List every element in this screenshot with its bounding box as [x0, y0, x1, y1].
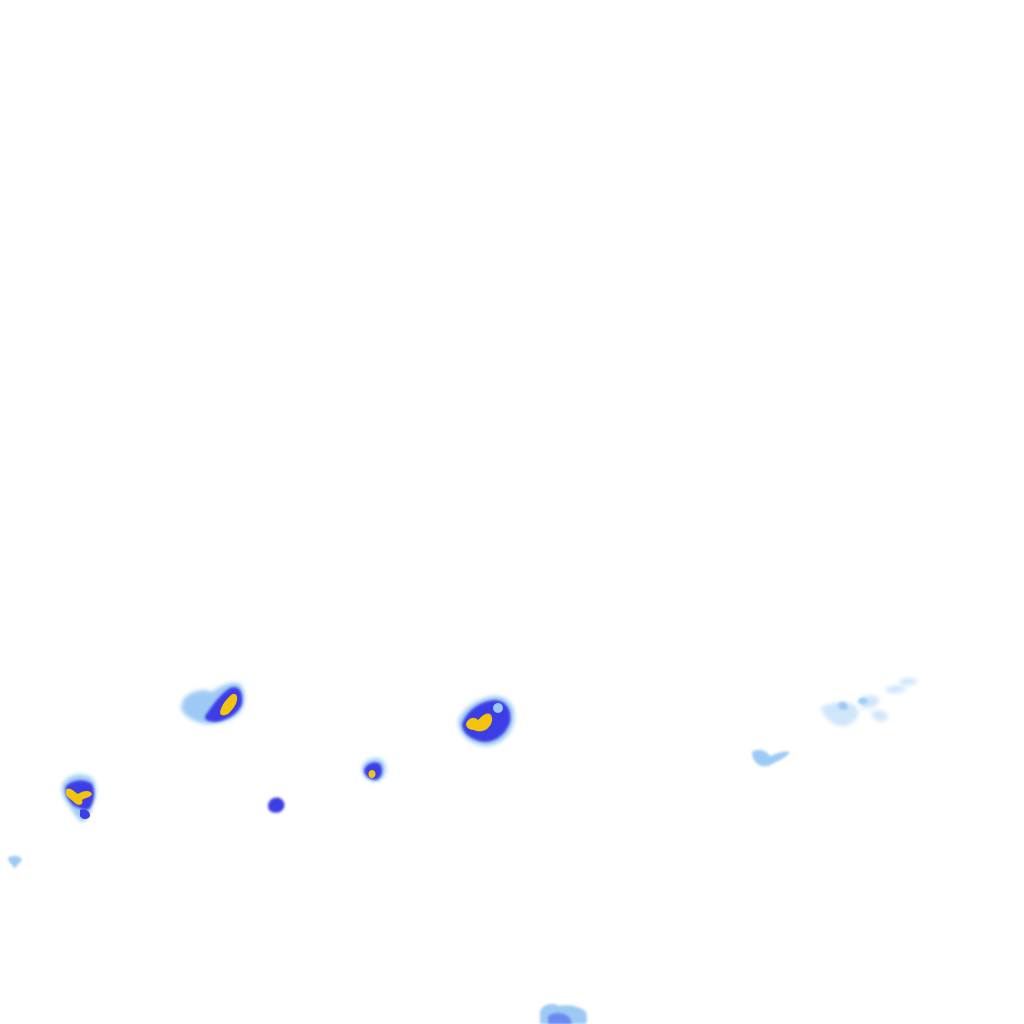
echo-light	[858, 697, 868, 705]
precip-cell-f	[8, 855, 22, 868]
echo-heavy	[66, 788, 92, 805]
echo-moderate	[268, 797, 285, 813]
echo-heavy	[368, 770, 376, 778]
echo-light	[838, 701, 848, 711]
echo-very-light	[872, 710, 888, 722]
echo-light	[8, 855, 22, 868]
precip-cell-a	[181, 682, 245, 724]
echo-light	[493, 703, 503, 713]
precip-cell-b	[61, 774, 96, 822]
precip-cell-d	[362, 758, 386, 782]
precip-cell-g	[752, 749, 790, 767]
precip-cell-e	[268, 797, 285, 813]
precip-cell-i	[540, 1004, 587, 1024]
echo-heavy	[220, 693, 238, 716]
echo-moderate	[80, 809, 90, 819]
echo-light	[752, 749, 790, 767]
echo-very-light	[820, 702, 859, 727]
echo-very-light	[900, 677, 918, 686]
precip-cell-c	[458, 696, 515, 746]
echo-light-moderate	[548, 1013, 572, 1024]
echo-very-light	[886, 685, 906, 694]
precip-cell-h	[820, 677, 918, 727]
echo-heavy	[466, 713, 493, 732]
